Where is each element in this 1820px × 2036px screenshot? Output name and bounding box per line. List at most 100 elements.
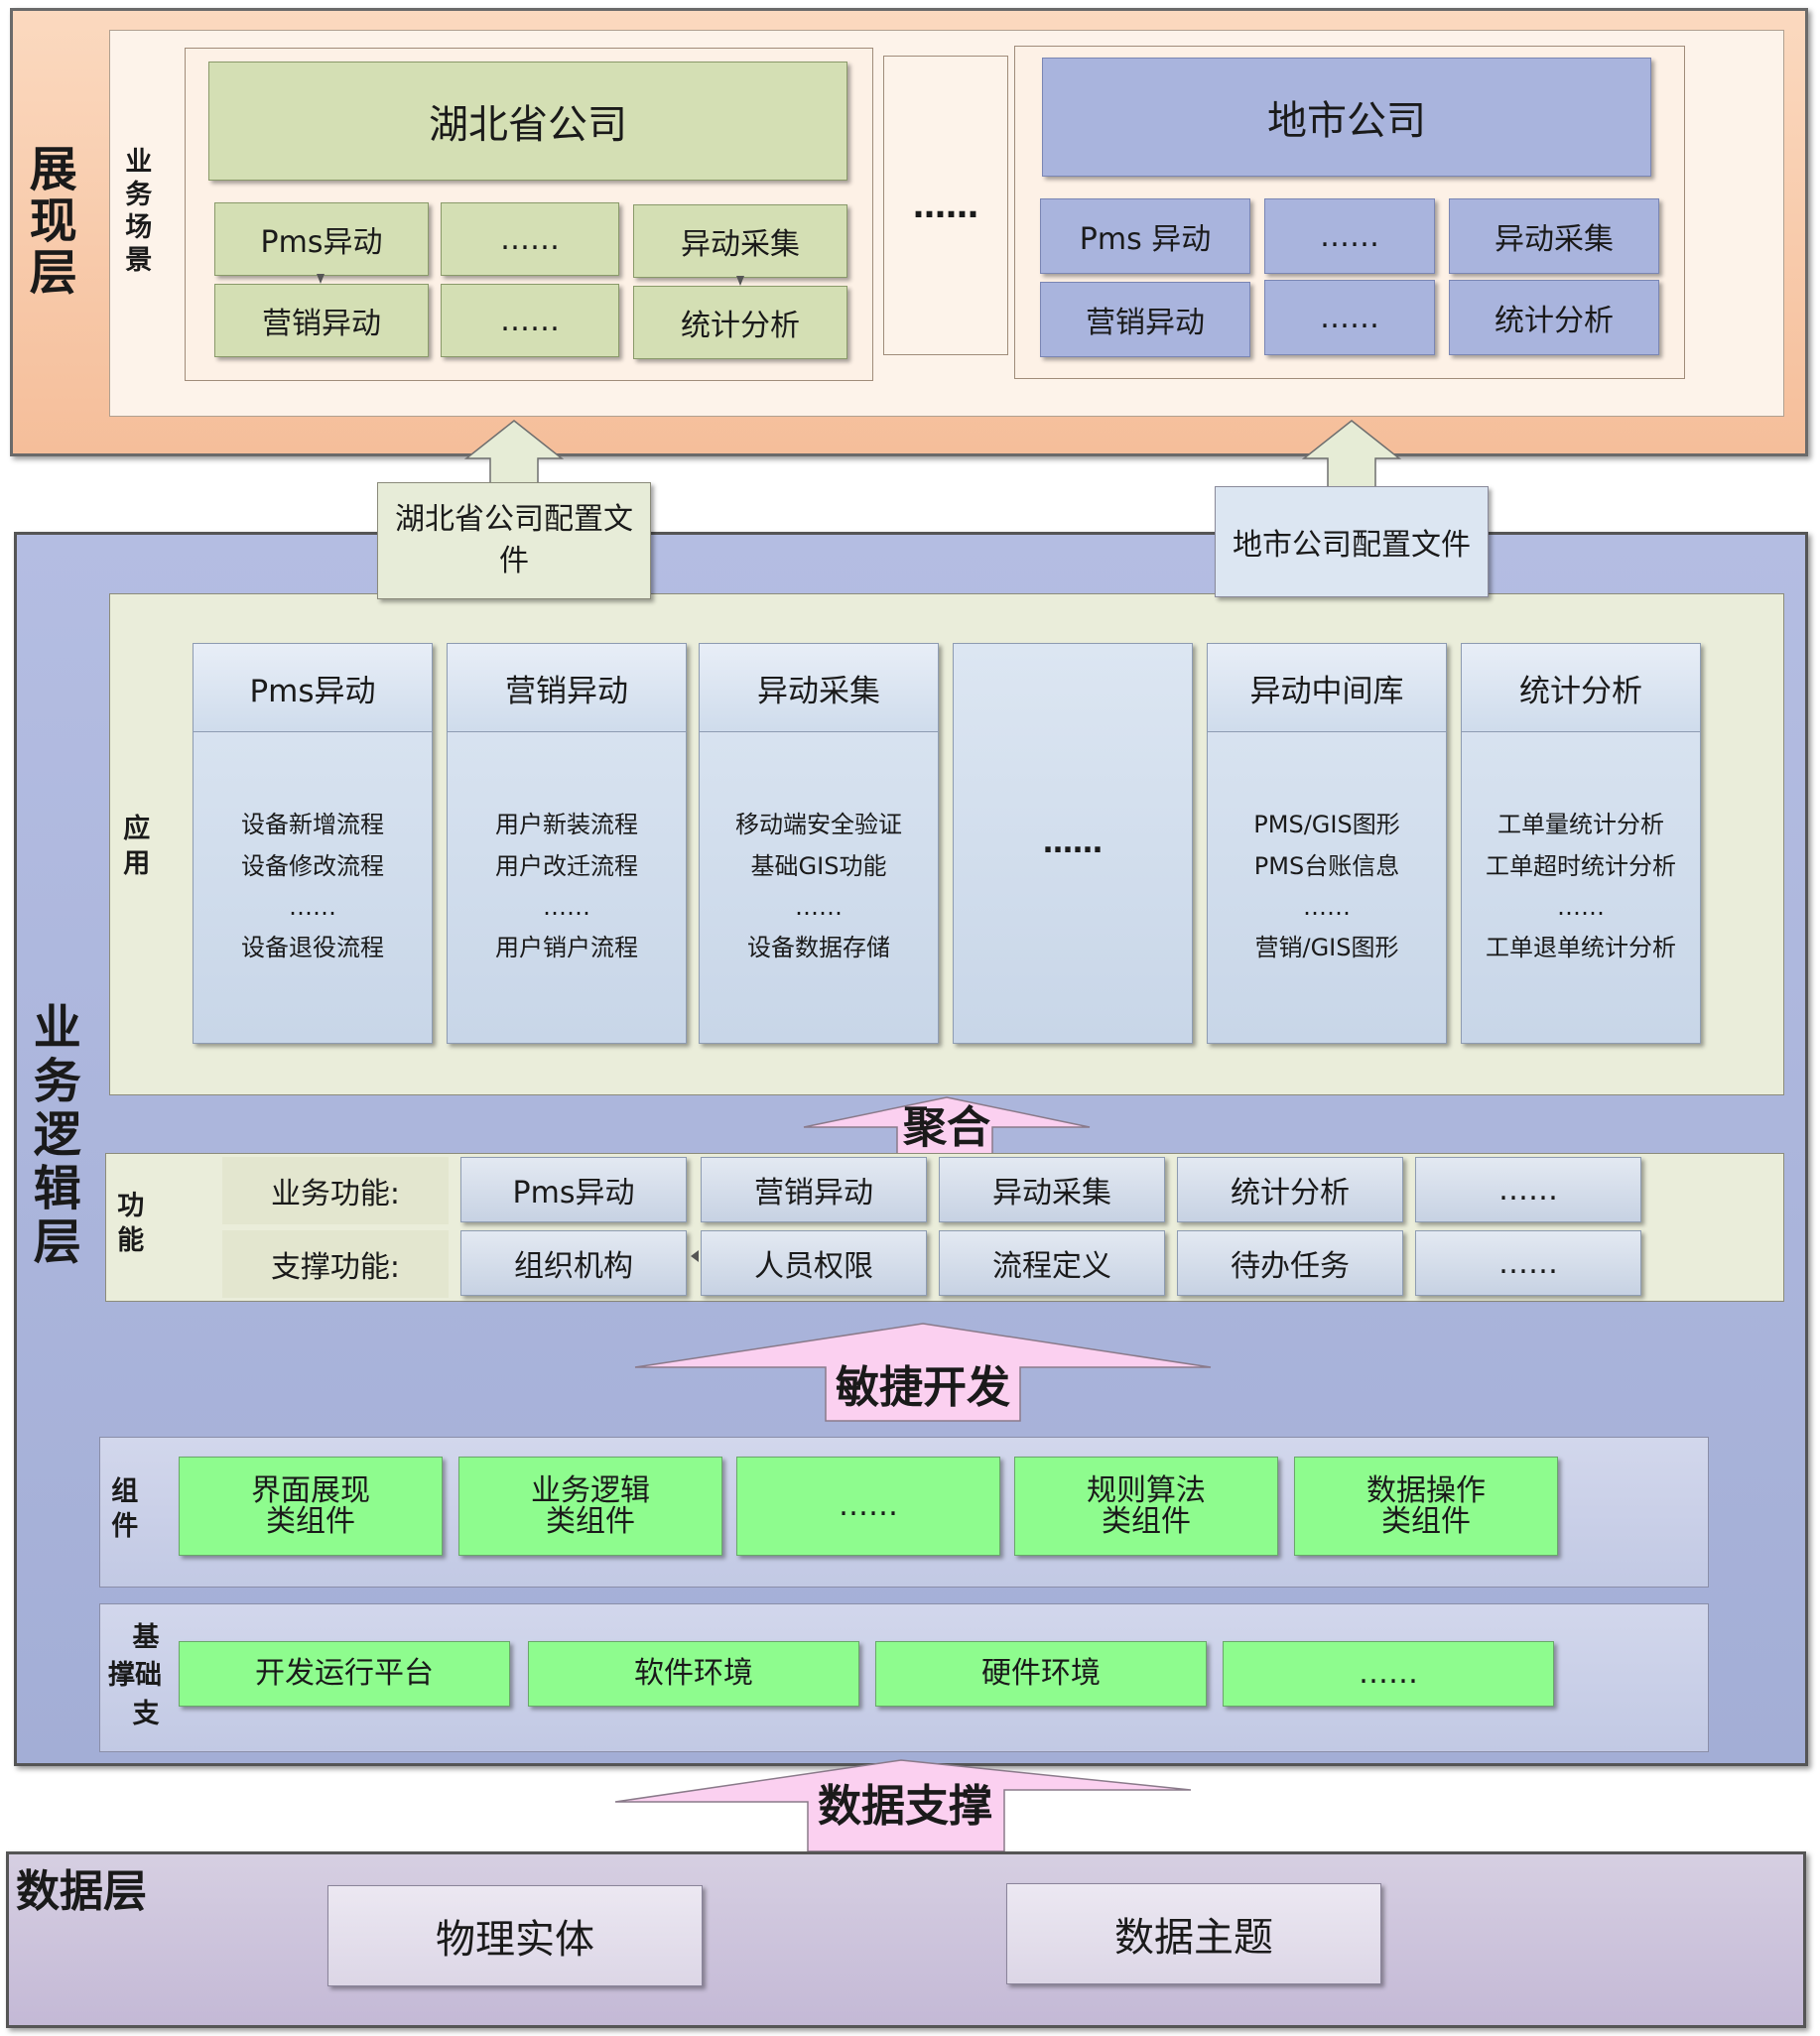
app-column-title: 异动中间库 (1208, 644, 1446, 732)
data-layer-title: 数据层 (16, 1855, 147, 1919)
app-item: 设备新增流程 (241, 811, 384, 839)
logic-layer-title-text: 业务逻辑层 (24, 1002, 80, 1270)
component-label-text: 数据操作类组件 (1366, 1472, 1486, 1539)
app-item: 用户改迁流程 (495, 851, 638, 880)
app-item: …… (543, 893, 590, 921)
business-function-label: 业务功能: (222, 1157, 449, 1224)
hubei-cell-marketing: 营销异动 (214, 284, 429, 357)
data-layer-title-text: 数据层 (16, 1866, 147, 1917)
city-cell-ellipsis-1: …… (1264, 198, 1435, 274)
data-item-label: 数据主题 (1114, 1915, 1273, 1961)
component-box: …… (736, 1457, 1000, 1556)
component-box: 界面展现类组件 (179, 1457, 443, 1556)
app-item: 设备退役流程 (241, 934, 384, 962)
component-label-text: 组件 (106, 1476, 138, 1546)
city-cell-ellipsis-2: …… (1264, 280, 1435, 355)
data-item-label: 物理实体 (436, 1917, 594, 1963)
data-support-arrow-text: 数据支撑 (818, 1781, 992, 1832)
scene-label: 业务场景 (117, 147, 153, 278)
city-cell-label: Pms 异动 (1079, 222, 1212, 257)
infra-label: 基 撑础 支 (103, 1619, 167, 1733)
app-item: 工单退单统计分析 (1486, 934, 1676, 962)
app-column-items: 工单量统计分析工单超时统计分析 …… 工单退单统计分析 (1462, 731, 1700, 1043)
hubei-cell-stats: 统计分析 (633, 286, 847, 359)
app-column-items: PMS/GIS图形 PMS台账信息 …… 营销/GIS图形 (1208, 731, 1446, 1043)
hubei-cell-ellipsis-2: …… (441, 284, 619, 357)
app-column: 营销异动用户新装流程用户改迁流程……用户销户流程 (447, 643, 687, 1044)
app-item: 设备修改流程 (241, 851, 384, 880)
app-column: 异动采集移动端安全验证基础GIS功能……设备数据存储 (699, 643, 939, 1044)
app-label-text: 应用 (118, 814, 150, 883)
component-label-text: …… (839, 1488, 898, 1524)
support-function-item: …… (1415, 1230, 1641, 1296)
app-column-title: Pms异动 (194, 644, 432, 732)
app-item: …… (1043, 826, 1103, 861)
agile-arrow-text: 敏捷开发 (836, 1362, 1010, 1413)
city-cell-label: …… (1320, 218, 1379, 254)
component-box: 数据操作类组件 (1294, 1457, 1558, 1556)
data-item-data-theme: 数据主题 (1006, 1883, 1381, 1984)
infra-box: …… (1223, 1641, 1554, 1707)
hubei-cell-label: Pms异动 (260, 225, 383, 260)
app-column: 统计分析工单量统计分析工单超时统计分析……工单退单统计分析 (1461, 643, 1701, 1044)
logic-layer-title: 业务逻辑层 (24, 1002, 80, 1270)
hubei-cell-label: 营销异动 (262, 307, 381, 341)
app-item: 设备数据存储 (747, 934, 890, 962)
middle-ellipsis-text: …… (913, 186, 978, 225)
app-column-items: 用户新装流程用户改迁流程……用户销户流程 (448, 731, 686, 1043)
support-function-label-text: 支撑功能: (270, 1250, 401, 1285)
app-item: 营销/GIS图形 (1254, 934, 1399, 962)
app-item: 用户新装流程 (495, 811, 638, 839)
presentation-layer-title: 展现层 (20, 144, 76, 299)
app-item: …… (289, 893, 336, 921)
city-config-file-text: 地市公司配置文件 (1233, 528, 1471, 563)
app-column-title: 异动采集 (700, 644, 938, 732)
business-function-item: 异动采集 (939, 1157, 1165, 1222)
infra-box: 硬件环境 (875, 1641, 1207, 1707)
business-function-item: …… (1415, 1157, 1641, 1222)
app-item: 基础GIS功能 (750, 851, 887, 880)
infra-label-line: 支 (132, 1698, 160, 1729)
data-support-arrow-label: 数据支撑 (806, 1770, 1004, 1834)
app-item: 工单超时统计分析 (1486, 851, 1676, 880)
support-function-item: 人员权限 (701, 1230, 927, 1296)
app-column-title: 营销异动 (448, 644, 686, 732)
data-item-physical-entity: 物理实体 (327, 1885, 703, 1986)
app-label: 应用 (115, 814, 151, 883)
aggregate-arrow-text: 聚合 (903, 1102, 990, 1153)
app-column-items: 移动端安全验证基础GIS功能……设备数据存储 (700, 731, 938, 1043)
app-item: 工单量统计分析 (1497, 811, 1664, 839)
component-label: 组件 (103, 1476, 139, 1546)
app-item: …… (1303, 893, 1351, 921)
app-column: 异动中间库 PMS/GIS图形 PMS台账信息 …… 营销/GIS图形 (1207, 643, 1447, 1044)
hubei-title-box: 湖北省公司 (208, 62, 847, 181)
infra-label-line: 撑础 (108, 1660, 162, 1692)
infra-label-line: 基 (132, 1622, 160, 1653)
app-column: Pms异动设备新增流程设备修改流程 …… 设备退役流程 (193, 643, 433, 1044)
app-item: PMS台账信息 (1253, 851, 1400, 880)
app-item: PMS/GIS图形 (1253, 811, 1400, 839)
app-column-items: 设备新增流程设备修改流程 …… 设备退役流程 (194, 731, 432, 1043)
support-function-item: 待办任务 (1177, 1230, 1403, 1296)
business-function-item: Pms异动 (460, 1157, 687, 1222)
business-function-item: 统计分析 (1177, 1157, 1403, 1222)
city-cell-marketing: 营销异动 (1040, 282, 1250, 357)
infra-box: 软件环境 (528, 1641, 859, 1707)
component-label-text: 业务逻辑类组件 (531, 1472, 650, 1539)
component-label-text: 界面展现类组件 (251, 1472, 370, 1539)
city-title-box: 地市公司 (1042, 58, 1651, 177)
function-label-text: 功能 (112, 1191, 144, 1260)
business-function-item: 营销异动 (701, 1157, 927, 1222)
config-up-arrows (462, 420, 1403, 654)
support-function-item: 流程定义 (939, 1230, 1165, 1296)
scene-label-text: 业务场景 (120, 147, 152, 278)
app-item: 移动端安全验证 (735, 811, 902, 839)
city-cell-label: 营销异动 (1086, 306, 1205, 340)
hubei-cell-label: 统计分析 (681, 309, 800, 343)
hubei-cell-ellipsis-1: …… (441, 202, 619, 276)
app-item: …… (1557, 893, 1605, 921)
component-box: 业务逻辑类组件 (458, 1457, 722, 1556)
aggregate-arrow-label: 聚合 (899, 1091, 994, 1155)
support-function-label: 支撑功能: (222, 1230, 449, 1298)
city-cell-stats: 统计分析 (1449, 280, 1659, 355)
